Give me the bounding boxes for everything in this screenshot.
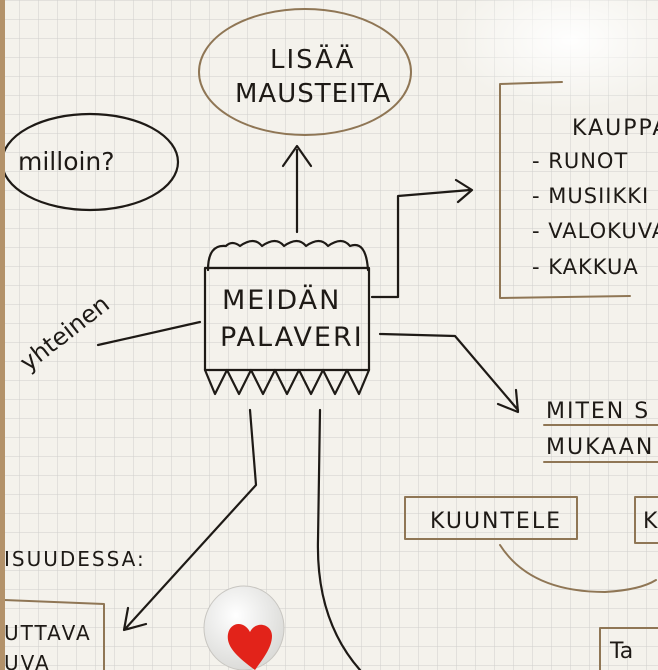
box-k-partial-text: K — [643, 509, 658, 534]
curve-below-boxes — [499, 544, 657, 593]
center-box — [203, 266, 371, 372]
bubble-top-line1: LISÄÄ — [270, 43, 355, 75]
arrow-right-top-icon — [370, 178, 474, 299]
bubble-top-outline — [198, 8, 412, 136]
arrow-down-left-icon — [122, 408, 258, 632]
center-line2: PALAVERI — [220, 322, 364, 353]
bottom-left-line2: UVA — [4, 651, 51, 670]
bottom-left-frame — [3, 599, 105, 670]
table-edge — [0, 0, 5, 670]
box-kuuntele — [404, 496, 578, 540]
connector-left — [96, 320, 202, 347]
bottom-left-line1: UTTAVA — [4, 621, 92, 645]
heart-icon — [227, 623, 272, 670]
box-k-partial — [634, 496, 658, 544]
right-list-item-2: - MUSIIKKI — [532, 184, 649, 208]
right-list-item-4: - KAKKUA — [532, 255, 639, 279]
bottom-right-text: Ta — [609, 639, 633, 664]
light-glare — [450, 0, 658, 110]
paper-grid — [4, 0, 658, 670]
line-down — [316, 408, 362, 670]
bottom-left-header: ISUUDESSA: — [4, 547, 146, 571]
right-question-line2: MUKAAN — [546, 435, 654, 460]
right-list-item-1: - RUNOT — [532, 149, 628, 173]
center-line1: MEIDÄN — [222, 284, 341, 316]
box-kuuntele-text: KUUNTELE — [430, 509, 562, 534]
right-list-frame — [499, 81, 631, 299]
right-list-header: KAUPPA — [572, 116, 658, 141]
right-question-line1: MITEN S — [546, 399, 650, 424]
bottom-right-box — [599, 627, 658, 670]
right-list-item-3: - VALOKUVA — [532, 219, 658, 243]
arrow-down-right-icon — [378, 332, 520, 414]
bubble-left-text: milloin? — [18, 147, 115, 176]
center-zigzag-bottom — [203, 368, 371, 396]
bubble-top-line2: MAUSTEITA — [235, 79, 391, 109]
center-scallop-top — [206, 239, 370, 272]
arrow-up-icon — [281, 144, 313, 234]
